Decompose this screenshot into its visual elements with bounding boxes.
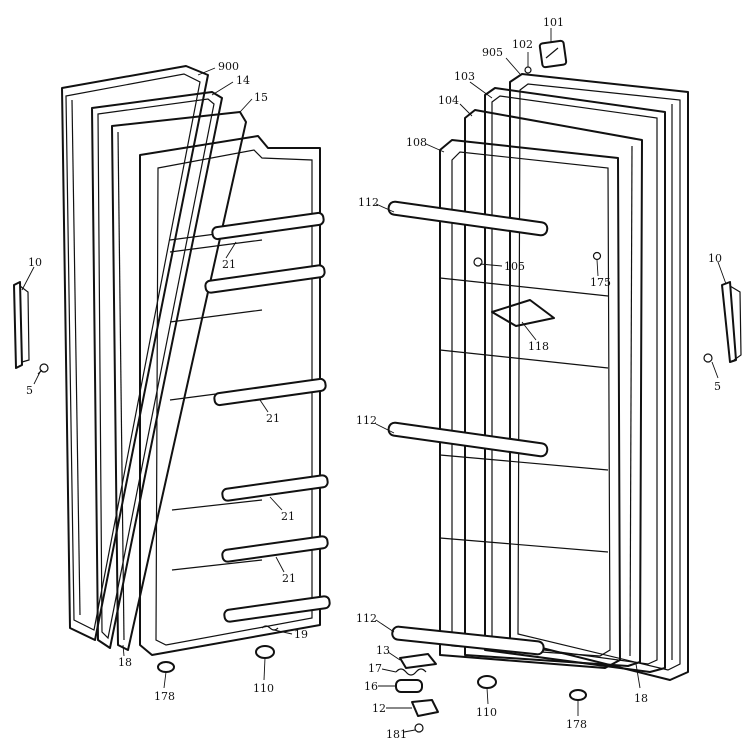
callout-14: 14 [236,74,250,87]
callout-10-left: 10 [28,256,42,269]
hinge-plate-13 [399,653,437,669]
callout-105: 105 [504,260,525,273]
callout-21-c: 21 [281,510,295,523]
callout-16: 16 [364,680,378,693]
callout-5-right: 5 [714,380,721,393]
callout-15: 15 [254,91,268,104]
left-door-breaker-strip [111,111,247,651]
left-door-stop [255,645,275,659]
right-door-outer-panel [509,73,689,681]
callout-112-b: 112 [356,414,377,427]
spring-17 [395,668,427,676]
leader-lines [21,28,727,733]
right-door-shelf-bars [387,200,549,656]
callout-19: 19 [294,628,308,641]
callout-905: 905 [482,46,503,59]
callout-17: 17 [368,662,382,675]
hinge-pin-102 [524,66,532,74]
callout-21-d: 21 [282,572,296,585]
left-door-handle [13,281,30,369]
screw-181 [414,723,424,733]
right-door-light-105 [473,257,483,267]
callout-108: 108 [406,136,427,149]
callout-103: 103 [454,70,475,83]
callout-112-a: 112 [358,196,379,209]
callout-175: 175 [590,276,611,289]
left-spring-19 [261,625,279,631]
callout-18-right: 18 [634,692,648,705]
left-door-shelf-bars [204,211,331,623]
callout-118: 118 [528,340,549,353]
left-hinge-bushing [157,661,175,673]
right-door-gasket [484,87,666,673]
callout-10-right: 10 [708,252,722,265]
callout-13: 13 [376,644,390,657]
callout-900: 900 [218,60,239,73]
callout-12: 12 [372,702,386,715]
callout-21-b: 21 [266,412,280,425]
right-door-cover-118 [491,299,555,327]
left-door-outer-panel [61,65,209,641]
right-door-handle [721,281,742,363]
callout-110-left: 110 [253,682,274,695]
right-handle-screw [703,353,713,363]
callout-5-left: 5 [26,384,33,397]
callout-18-left: 18 [118,656,132,669]
cam-16 [395,679,423,693]
right-door-breaker-strip [464,109,643,667]
bottom-hinge-12 [411,699,439,717]
top-hinge-101 [538,39,568,69]
callout-110-right: 110 [476,706,497,719]
right-door-stop [477,675,497,689]
callout-178-right: 178 [566,718,587,731]
callout-102: 102 [512,38,533,51]
callout-181: 181 [386,728,407,741]
callout-104: 104 [438,94,459,107]
callout-101: 101 [543,16,564,29]
callout-178-left: 178 [154,690,175,703]
callout-labels: 900 14 15 10 5 21 21 21 21 18 178 110 19… [26,16,722,741]
right-hinge-bushing [569,689,587,701]
left-door-gasket [91,91,223,649]
callout-21-a: 21 [222,258,236,271]
callout-112-c: 112 [356,612,377,625]
right-screw-175 [592,251,602,261]
